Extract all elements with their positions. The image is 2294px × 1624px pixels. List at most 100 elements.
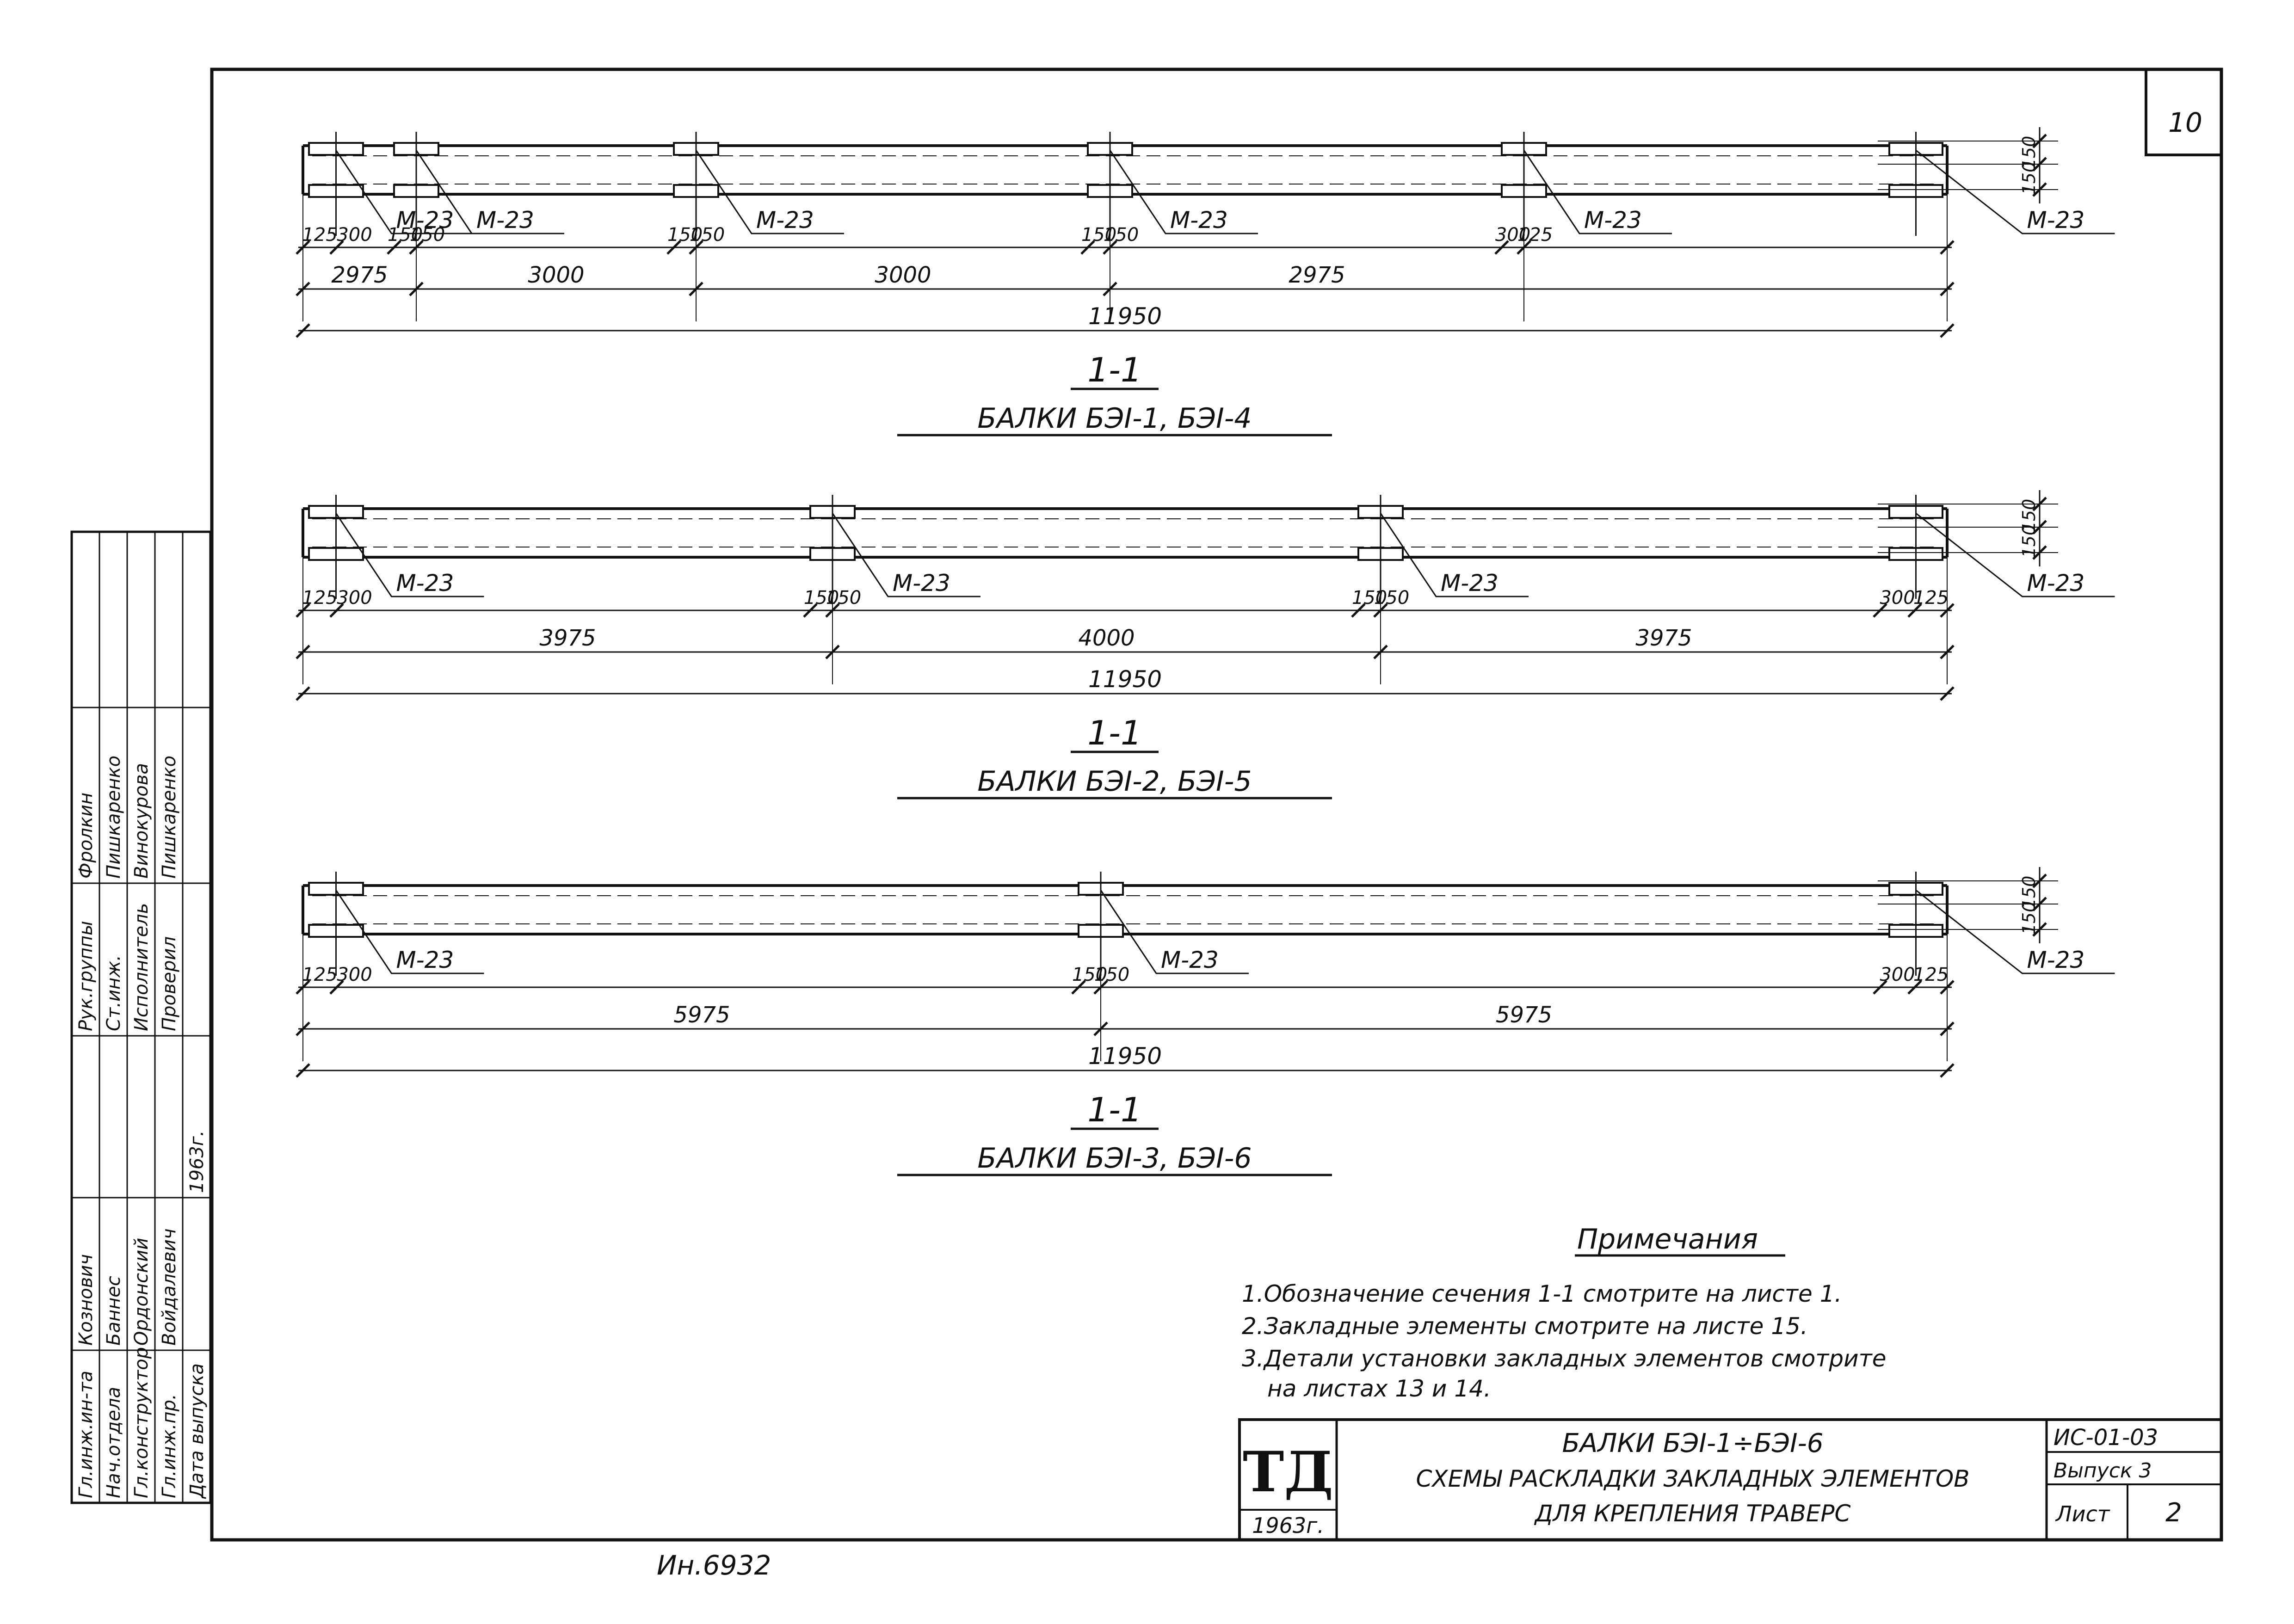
leader-line [1380, 513, 1529, 597]
issue-number: Выпуск 3 [2054, 1459, 2152, 1483]
span-dimension-value: 2975 [331, 262, 388, 288]
dimension-small-value: 150 [1094, 964, 1129, 985]
dimension-tick [1940, 1063, 1955, 1078]
note-1: 1.Обозначение сечения 1-1 смотрите на ли… [1242, 1280, 1842, 1307]
side-stamp-frame [70, 530, 212, 1504]
drawing-subtitle: СХЕМЫ РАСКЛАДКИ ЗАКЛАДНЫХ ЭЛЕМЕНТОВ [1416, 1465, 1969, 1492]
leader-line [335, 890, 484, 974]
embed-mark-label: М-23 [476, 207, 534, 234]
beam-group-title: БАЛКИ БЭI-1, БЭI-4 [977, 402, 1252, 435]
dimension-small-value: 150 [1352, 587, 1387, 609]
dimension-small-value: 300 [337, 224, 372, 246]
overall-dimension-value: 11950 [1088, 666, 1162, 693]
span-dimension-value: 3000 [875, 262, 931, 288]
span-dimension-value: 5975 [673, 1002, 730, 1028]
dimension-tick [2032, 497, 2047, 511]
side-stamp-cell: Гл.инж.пр. [159, 1394, 180, 1498]
drawing-subtitle-2: ДЛЯ КРЕПЛЕНИЯ ТРАВЕРС [1534, 1500, 1851, 1527]
dimension-tick [329, 980, 344, 995]
side-stamp-cell: Нач.отдела [103, 1387, 124, 1498]
dimension-tick [329, 603, 344, 618]
embed-mark-label: М-23 [1170, 207, 1228, 234]
dimension-tick [329, 240, 344, 255]
dimension-small-value: 300 [337, 587, 372, 609]
dimension-tick [296, 323, 310, 338]
dimension-small-value: 125 [1517, 224, 1553, 246]
leader-line [1100, 890, 1249, 974]
leader-line [832, 513, 980, 597]
dimension-small-value: 150 [1072, 964, 1107, 985]
side-stamp-cell: Винокурова [131, 763, 152, 879]
side-stamp-cell: Ордонский [131, 1238, 152, 1346]
note-2: 2.Закладные элементы смотрите на листе 1… [1242, 1313, 1808, 1340]
dimension-tick [803, 603, 818, 618]
section-label: 1-1 [1087, 714, 1142, 752]
dimension-tick [666, 240, 681, 255]
title-block-frame [1238, 1418, 2223, 1541]
embed-mark-label: М-23 [893, 570, 950, 597]
embed-mark-label: М-23 [2027, 570, 2085, 597]
dimension-tick [2032, 922, 2047, 937]
vertical-dimension-value: 150 [2019, 136, 2039, 170]
dimension-small-value: 300 [1880, 964, 1915, 985]
dimension-tick [1873, 603, 1887, 618]
leader-line [695, 150, 844, 234]
section-label: 1-1 [1087, 1090, 1142, 1129]
embed-mark-label: М-23 [396, 570, 454, 597]
side-stamp-cell: 1963г. [186, 1130, 208, 1193]
dimension-tick [2032, 545, 2047, 560]
span-dimension-value: 3975 [539, 625, 596, 651]
leader-line [1523, 150, 1672, 234]
dimension-tick [2032, 874, 2047, 888]
dimension-small-value: 150 [690, 224, 725, 246]
embed-mark-label: М-23 [756, 207, 814, 234]
overall-dimension-value: 11950 [1088, 1043, 1162, 1070]
dimension-tick [2032, 134, 2047, 148]
vertical-dimension-value: 150 [2019, 901, 2039, 935]
dimension-small-value: 300 [337, 964, 372, 985]
span-dimension-value: 4000 [1078, 625, 1135, 651]
title-block: ТД 1963г. БАЛКИ БЭI-1÷БЭI-6 СХЕМЫ РАСКЛА… [1238, 1418, 2223, 1541]
dimension-small-value: 150 [1374, 587, 1409, 609]
embed-mark-label: М-23 [2027, 947, 2085, 973]
leader-line [415, 150, 564, 234]
span-dimension-value: 3000 [528, 262, 584, 288]
beam-group-title: БАЛКИ БЭI-3, БЭI-6 [977, 1142, 1252, 1175]
dimension-tick [1940, 686, 1955, 701]
drawing-title: БАЛКИ БЭI-1÷БЭI-6 [1562, 1428, 1824, 1458]
dimension-tick [1351, 603, 1366, 618]
section-label: 1-1 [1087, 351, 1142, 389]
side-stamp-cell: Пишкаренко [103, 756, 124, 879]
inventory-number: Ин.6932 [657, 1550, 771, 1581]
side-stamp-cell: Гл.конструктор [131, 1347, 152, 1498]
vertical-dimension-value: 150 [2019, 876, 2039, 910]
dimension-small-value: 150 [410, 224, 445, 246]
embed-mark-label: М-23 [396, 207, 454, 234]
side-stamp-cell: Баннес [103, 1276, 124, 1346]
side-stamp-cell: Кознович [75, 1254, 97, 1346]
page-number: 10 [2168, 107, 2202, 138]
span-dimension-value: 3975 [1635, 625, 1692, 651]
notes-heading: Примечания [1577, 1223, 1758, 1255]
drawing-frame [210, 68, 2223, 1542]
dimension-small-value: 300 [1495, 224, 1530, 246]
dimension-tick [1080, 240, 1095, 255]
dimension-small-value: 150 [388, 224, 423, 246]
page-number-box [2145, 69, 2221, 156]
dimension-tick [1873, 980, 1887, 995]
dimension-small-value: 125 [302, 964, 337, 985]
leader-line [335, 150, 484, 234]
side-stamp-cell: Гл.инж.ин-та [75, 1371, 97, 1498]
side-stamp-cell: Войдалевич [159, 1229, 180, 1346]
dimension-small-value: 150 [667, 224, 703, 246]
dimension-tick [2032, 897, 2047, 911]
side-stamp-cell: Фролкин [75, 793, 97, 879]
dimension-tick [2032, 182, 2047, 197]
note-3: 3.Детали установки закладных элементов с… [1242, 1345, 1887, 1372]
vertical-dimension-value: 150 [2019, 499, 2039, 533]
document-code: ИС-01-03 [2054, 1425, 2158, 1451]
